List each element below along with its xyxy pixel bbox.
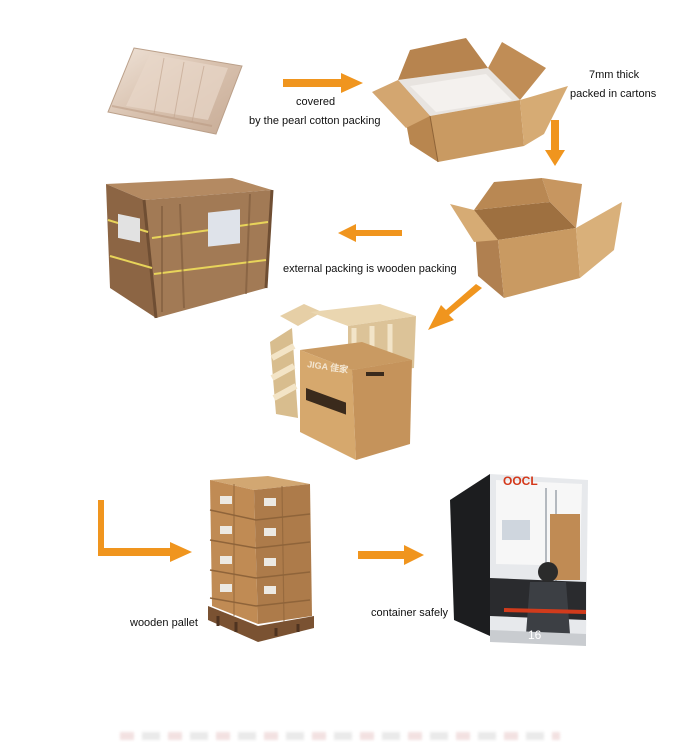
label-covered: covered [296,96,336,108]
open-carton-icon [372,38,568,163]
flow-arrow-icon [545,120,565,166]
flow-arrow-icon [283,73,363,93]
flow-arrow-icon [338,224,402,242]
truck-number: 16 [528,628,542,642]
flow-arrow-icon [428,284,482,330]
pallet-stack-icon [208,476,314,642]
label-packed-cartons: packed in cartons [570,88,657,100]
label-wooden-packing: external packing is wooden packing [283,263,457,275]
blurred-footer-strip [120,732,560,740]
open-carton-icon [450,178,622,298]
flow-arrow-icon [358,545,424,565]
label-wooden-pallet: wooden pallet [130,617,198,629]
container-logo: OOCL [503,474,538,488]
label-7mm-thick: 7mm thick [589,69,640,81]
wooden-crate-icon [106,178,274,319]
wooden-crate-icon [270,304,416,460]
label-container-safely: container safely [371,607,449,619]
label-pearl-cotton: by the pearl cotton packing [249,115,381,127]
flow-arrow-icon [98,500,192,562]
pouch-icon [107,47,243,135]
container-truck-icon [450,474,588,646]
